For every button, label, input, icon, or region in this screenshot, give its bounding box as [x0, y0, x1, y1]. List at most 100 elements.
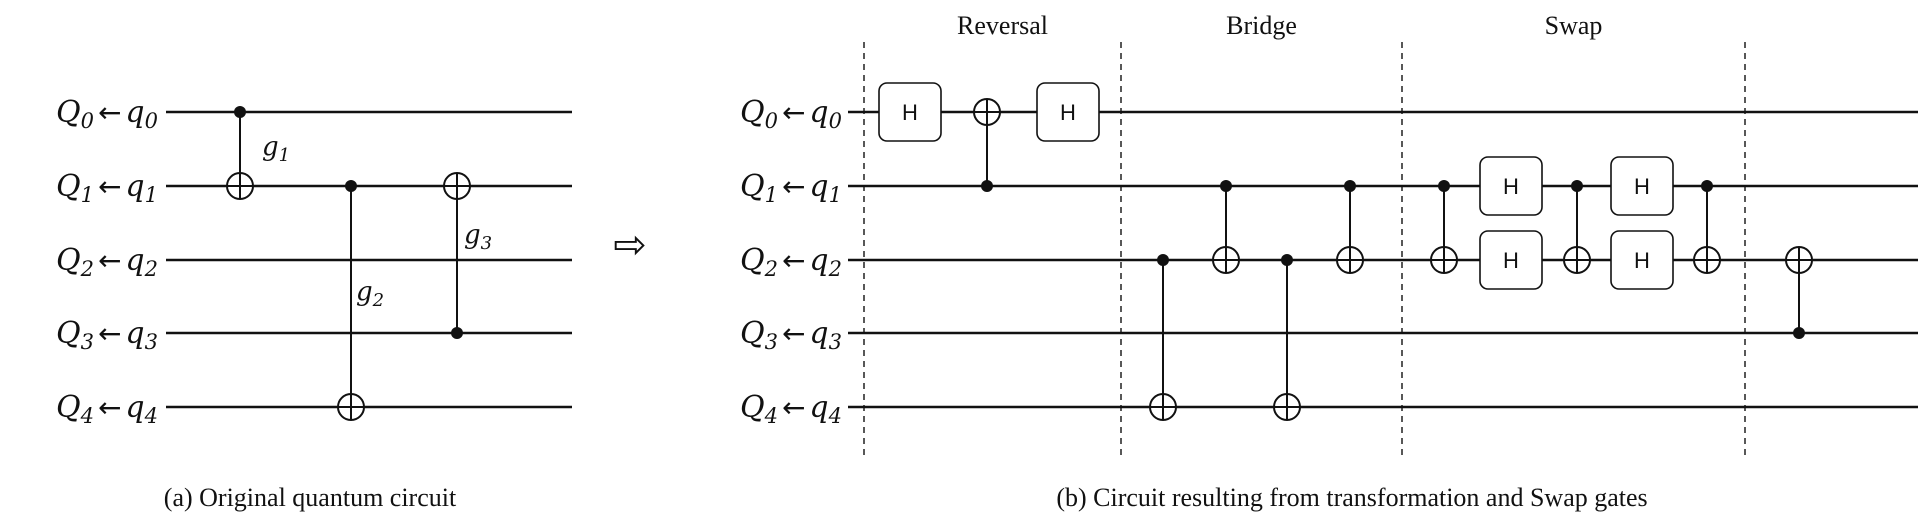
physical-qubit: Q [56, 169, 81, 204]
logical-qubit-index: 2 [828, 257, 842, 281]
physical-qubit: Q [740, 243, 765, 278]
hadamard-box [1479, 230, 1543, 290]
hadamard-gate: H [1610, 156, 1674, 216]
logical-qubit-index: 4 [828, 404, 842, 428]
logical-qubit: q [125, 316, 144, 351]
physical-qubit-index: 4 [80, 404, 94, 428]
hadamard-gate: H [1479, 230, 1543, 290]
cnot-gate [1785, 246, 1813, 339]
control-dot [1571, 180, 1583, 192]
cnot-gate [1273, 254, 1301, 421]
mapping-arrow: ← [98, 244, 121, 277]
control-dot [451, 327, 463, 339]
logical-qubit: q [125, 243, 144, 278]
hadamard-gate: H [1036, 82, 1100, 142]
cnot-gate-g3 [443, 172, 471, 339]
hadamard-label: H [1060, 100, 1076, 125]
physical-qubit: Q [740, 95, 765, 130]
hadamard-gate: H [1610, 230, 1674, 290]
cnot-gate-g2 [337, 180, 365, 421]
hadamard-gate: H [878, 82, 942, 142]
mapping-arrow: ← [782, 391, 805, 424]
mapping-arrow: ← [98, 317, 121, 350]
hadamard-label: H [1634, 174, 1650, 199]
logical-qubit-index: 2 [144, 257, 158, 281]
physical-qubit-index: 2 [764, 257, 778, 281]
gate-label: g3 [464, 220, 492, 254]
cnot-gate [1430, 180, 1458, 274]
control-dot [981, 180, 993, 192]
qubit-label: Q0←q0 [740, 95, 842, 133]
logical-qubit-index: 3 [145, 330, 158, 354]
qubit-label: Q4←q4 [56, 390, 158, 428]
cnot-gate [1149, 254, 1177, 421]
logical-qubit: q [809, 390, 828, 425]
qubit-label: Q2←q2 [56, 243, 158, 281]
logical-qubit: q [125, 390, 144, 425]
section-title-bridge: Bridge [1226, 11, 1297, 40]
control-dot [1701, 180, 1713, 192]
physical-qubit: Q [56, 390, 81, 425]
cnot-gate [973, 98, 1001, 192]
physical-qubit-index: 3 [765, 330, 778, 354]
mapping-arrow: ← [98, 96, 121, 129]
mapping-arrow: ← [782, 96, 805, 129]
physical-qubit: Q [56, 243, 81, 278]
hadamard-box [1610, 156, 1674, 216]
mapping-arrow: ← [98, 170, 121, 203]
transformation-arrow: ⇨ [613, 222, 647, 268]
physical-qubit-index: 2 [80, 257, 94, 281]
control-dot [345, 180, 357, 192]
cnot-gate [1336, 180, 1364, 274]
hadamard-label: H [1503, 248, 1519, 273]
cnot-gate [1212, 180, 1240, 274]
logical-qubit-index: 3 [829, 330, 842, 354]
caption-transformed: (b) Circuit resulting from transformatio… [1056, 483, 1647, 512]
cnot-gate [1693, 180, 1721, 274]
qubit-label: Q2←q2 [740, 243, 842, 281]
physical-qubit-index: 1 [765, 183, 778, 207]
hadamard-label: H [1634, 248, 1650, 273]
logical-qubit-index: 4 [144, 404, 158, 428]
physical-qubit-index: 0 [765, 109, 778, 133]
logical-qubit: q [125, 169, 144, 204]
logical-qubit: q [809, 95, 828, 130]
logical-qubit-index: 1 [829, 183, 842, 207]
physical-qubit: Q [740, 390, 765, 425]
qubit-label: Q4←q4 [740, 390, 842, 428]
section-title-reversal: Reversal [957, 11, 1048, 40]
control-dot [1793, 327, 1805, 339]
section-title-swap: Swap [1545, 11, 1603, 40]
qubit-label: Q3←q3 [56, 316, 158, 354]
caption-original: (a) Original quantum circuit [164, 483, 457, 512]
logical-qubit: q [809, 316, 828, 351]
mapping-arrow: ← [98, 391, 121, 424]
hadamard-box [1479, 156, 1543, 216]
hadamard-label: H [902, 100, 918, 125]
qubit-label: Q3←q3 [740, 316, 842, 354]
logical-qubit-index: 0 [829, 109, 842, 133]
cnot-gate-g1 [226, 106, 254, 200]
control-dot [1281, 254, 1293, 266]
hadamard-box [878, 82, 942, 142]
physical-qubit: Q [740, 316, 765, 351]
control-dot [1344, 180, 1356, 192]
physical-qubit-index: 4 [764, 404, 778, 428]
control-dot [234, 106, 246, 118]
physical-qubit: Q [56, 316, 81, 351]
qubit-label: Q0←q0 [56, 95, 158, 133]
logical-qubit: q [809, 243, 828, 278]
qubit-label: Q1←q1 [740, 169, 842, 207]
hadamard-box [1610, 230, 1674, 290]
hadamard-gate: H [1479, 156, 1543, 216]
logical-qubit-index: 0 [145, 109, 158, 133]
mapping-arrow: ← [782, 317, 805, 350]
logical-qubit: q [125, 95, 144, 130]
control-dot [1157, 254, 1169, 266]
mapping-arrow: ← [782, 244, 805, 277]
physical-qubit-index: 0 [81, 109, 94, 133]
control-dot [1220, 180, 1232, 192]
